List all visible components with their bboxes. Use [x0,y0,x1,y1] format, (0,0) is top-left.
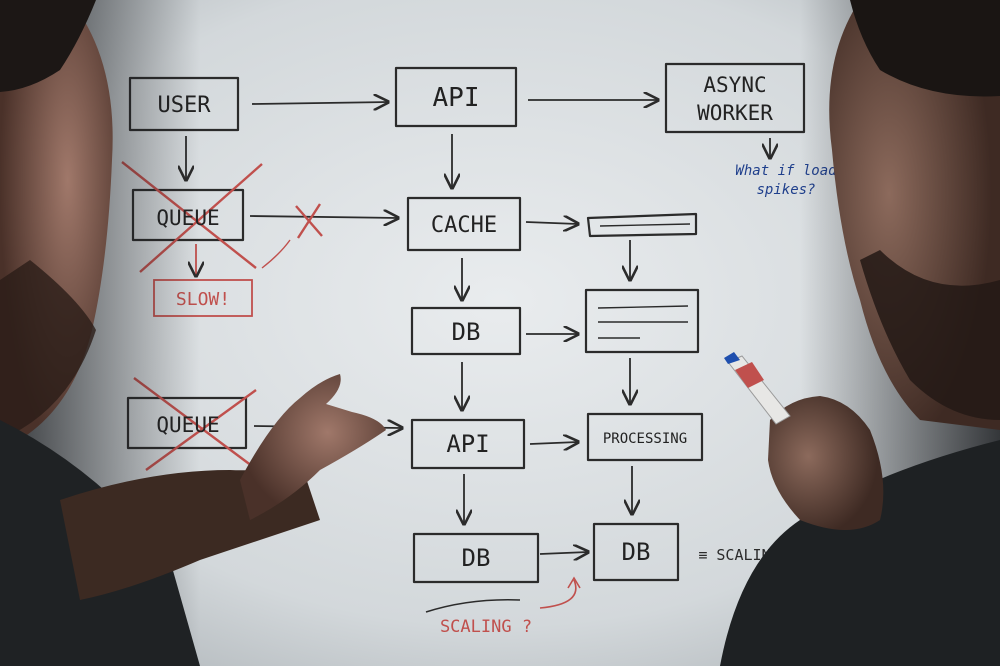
cache-label: CACHE [431,213,497,238]
processing-label: PROCESSING [603,431,687,447]
api-top-label: API [433,83,480,113]
db-mid-label: DB [452,318,481,346]
db-bottom-left-label: DB [462,544,491,572]
api-bottom-label: API [446,430,489,458]
worker-label: WORKER [697,101,773,125]
async-label: ASYNC [703,73,766,97]
scaling-bottom-note: SCALING ? [440,617,532,637]
db-bottom-right-label: DB [622,538,651,566]
